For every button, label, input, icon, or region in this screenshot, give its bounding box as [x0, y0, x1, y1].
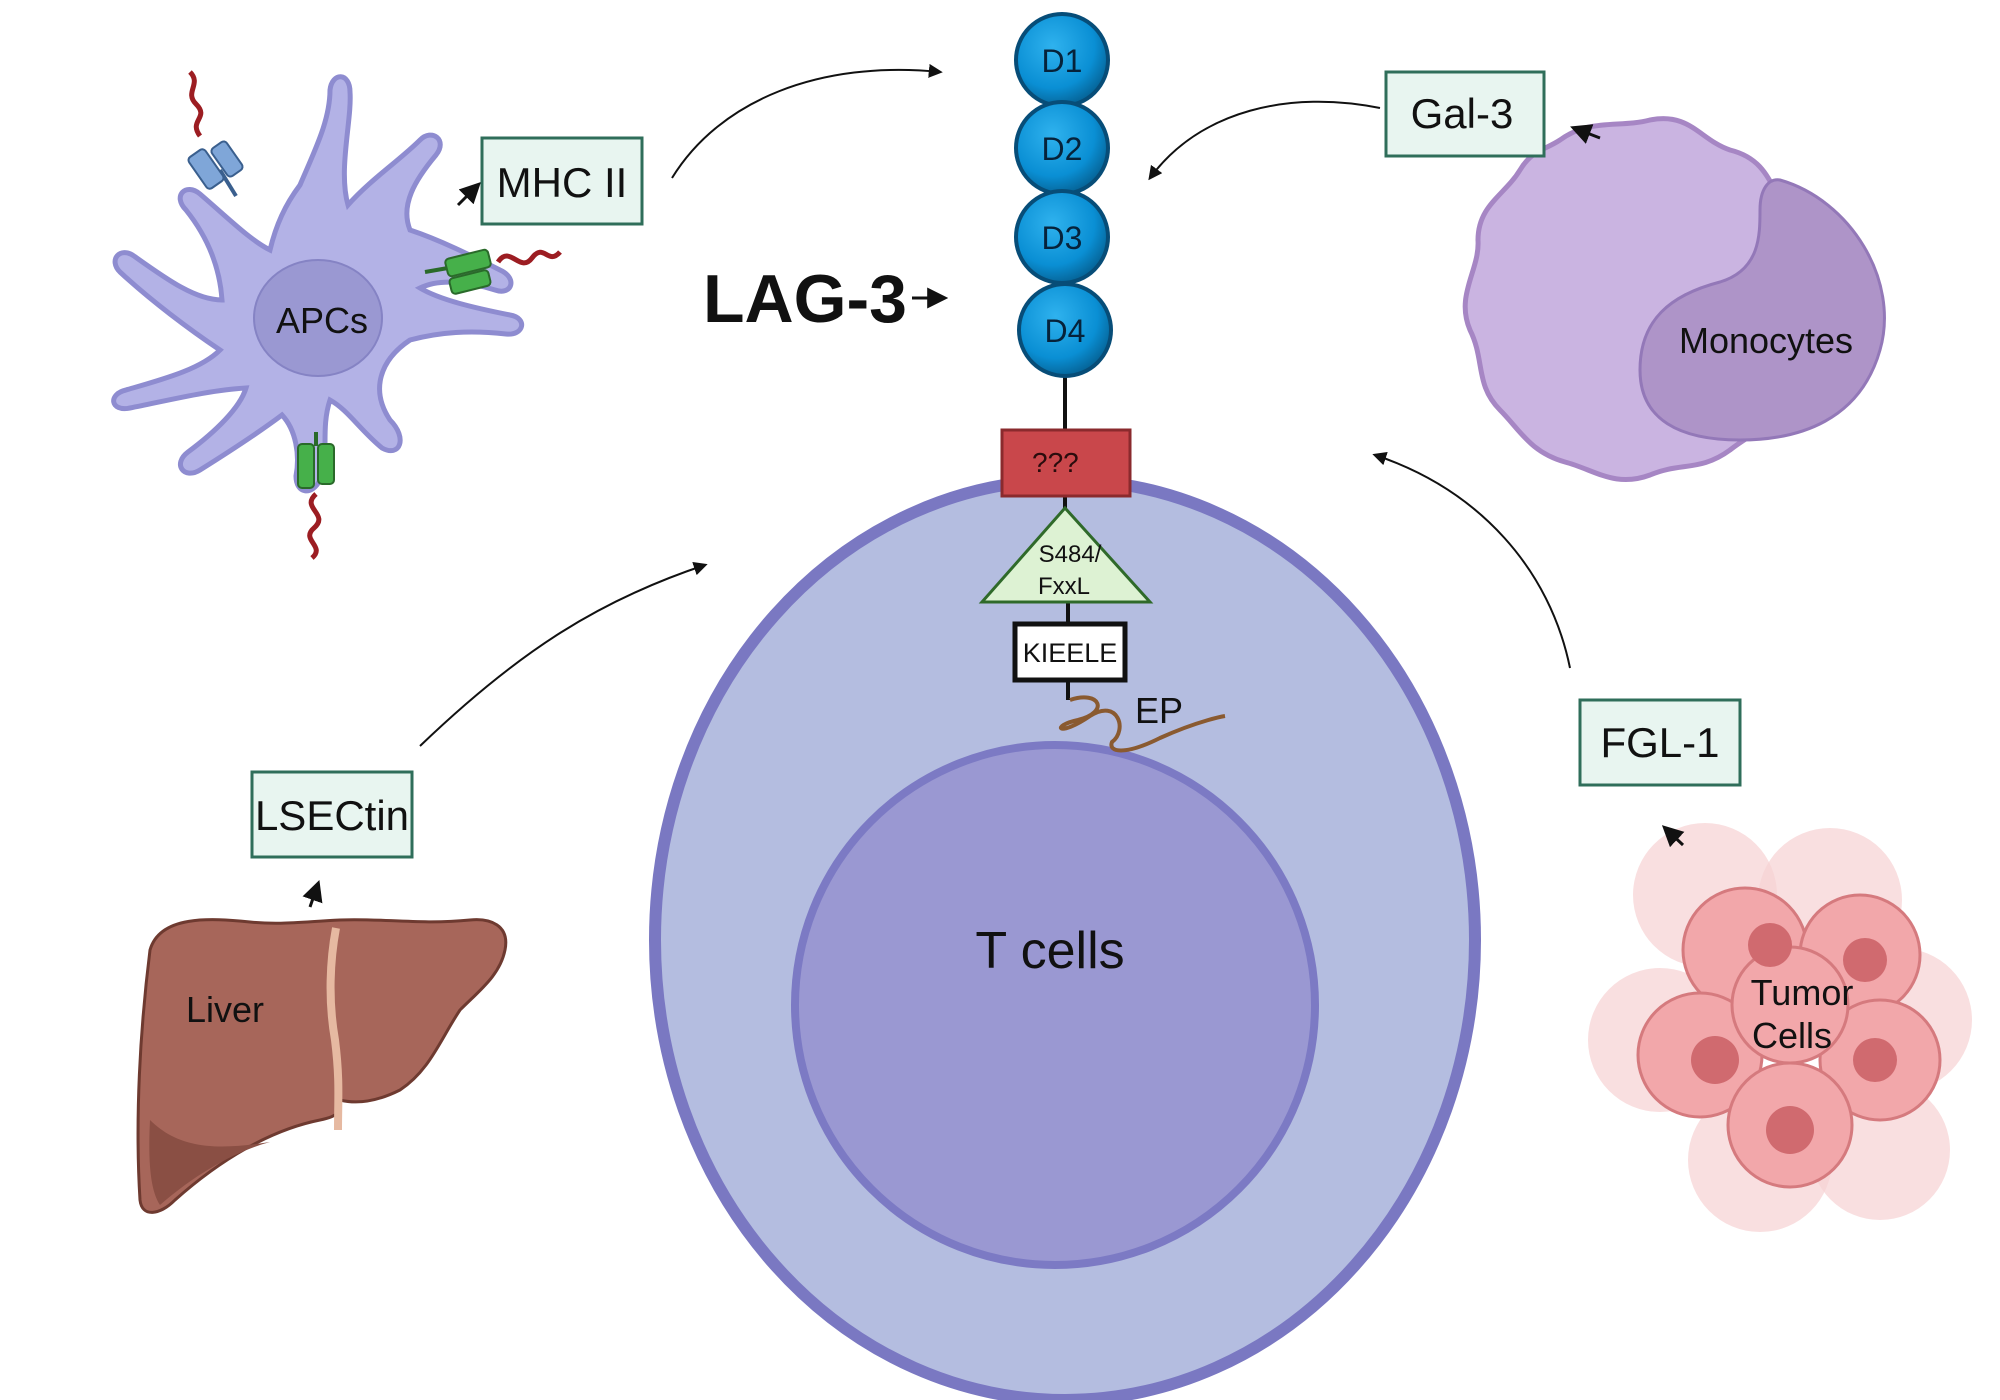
lag3-title: LAG-3	[703, 261, 907, 337]
s484-fxxl-motif: S484/ FxxL	[978, 505, 1154, 604]
gal3-to-lag3-arrow	[1148, 100, 1381, 181]
domain-d4-label: D4	[1045, 313, 1086, 349]
transmembrane-label: ???	[1032, 447, 1079, 478]
tumor-nucleus-5	[1766, 1106, 1814, 1154]
mhc-to-lag3-arrow	[671, 63, 943, 179]
monocyte-cell: Monocytes	[1462, 116, 1886, 482]
tumor-nucleus-4	[1853, 1038, 1897, 1082]
domain-d3-label: D3	[1042, 220, 1083, 256]
domain-d4: D4	[1017, 282, 1113, 378]
liver-body	[136, 918, 508, 1214]
gal-3-label: Gal-3	[1411, 90, 1514, 137]
apc-receptor-blue	[187, 70, 244, 198]
apc-receptor-green-bottom	[297, 432, 335, 560]
apc-to-mhc-arrow	[456, 182, 481, 207]
kieele-label: KIEELE	[1023, 638, 1118, 668]
tumor-nucleus-3	[1843, 938, 1887, 982]
fgl-1-label: FGL-1	[1600, 719, 1719, 766]
domain-d1-label: D1	[1042, 43, 1083, 79]
monocyte-to-gal3-arrow	[1570, 124, 1601, 144]
motif-label-line2: FxxL	[1038, 573, 1090, 600]
t-cell-label: T cells	[975, 922, 1124, 980]
fgl-1-box: FGL-1	[1578, 698, 1742, 787]
ep-label: EP	[1135, 690, 1183, 731]
lsectin-box: LSECtin	[250, 770, 414, 859]
kieele-motif: KIEELE	[1012, 621, 1128, 683]
apc-receptor-green-right	[424, 248, 562, 295]
apc-cell: APCs	[111, 70, 562, 560]
mhc-ii-box: MHC II	[480, 136, 644, 226]
monocyte-nucleus	[1638, 178, 1886, 442]
apc-label: APCs	[276, 300, 368, 341]
liver-organ: Liver	[136, 918, 508, 1214]
transmembrane-domain: ???	[1000, 428, 1132, 498]
domain-d3: D3	[1014, 189, 1110, 285]
motif-label-line1: S484/	[1039, 541, 1102, 568]
domain-d1: D1	[1014, 12, 1110, 108]
lag3-receptor: D1 D2 D3 D4 ??? S484/ FxxL KIEELE EP	[703, 12, 1226, 753]
ep-tail	[1058, 695, 1226, 753]
mhc-ii-label: MHC II	[497, 159, 628, 206]
monocytes-label: Monocytes	[1679, 320, 1853, 361]
tumor-to-fgl1-arrow	[1661, 825, 1685, 848]
tumor-label-line2: Cells	[1752, 1015, 1832, 1056]
tumor-cells: Tumor Cells	[1588, 823, 1972, 1232]
liver-label: Liver	[186, 989, 264, 1030]
tumor-nucleus-1	[1691, 1036, 1739, 1084]
apc-nucleus	[253, 259, 383, 377]
tumor-nucleus-2	[1748, 923, 1792, 967]
domain-d2: D2	[1014, 100, 1110, 196]
domain-d2-label: D2	[1042, 131, 1083, 167]
t-cell-nucleus	[791, 741, 1319, 1269]
liver-ligament	[326, 927, 343, 1131]
gal-3-box: Gal-3	[1384, 70, 1546, 158]
tumor-label-line1: Tumor	[1751, 972, 1854, 1013]
liver-to-lsectin-arrow	[302, 880, 323, 908]
liver-shadow	[149, 1120, 270, 1205]
t-cell: T cells	[649, 474, 1481, 1400]
lsectin-label: LSECtin	[255, 792, 409, 839]
fgl1-to-lag3-arrow	[1372, 451, 1571, 669]
lsectin-to-lag3-arrow	[419, 561, 708, 747]
